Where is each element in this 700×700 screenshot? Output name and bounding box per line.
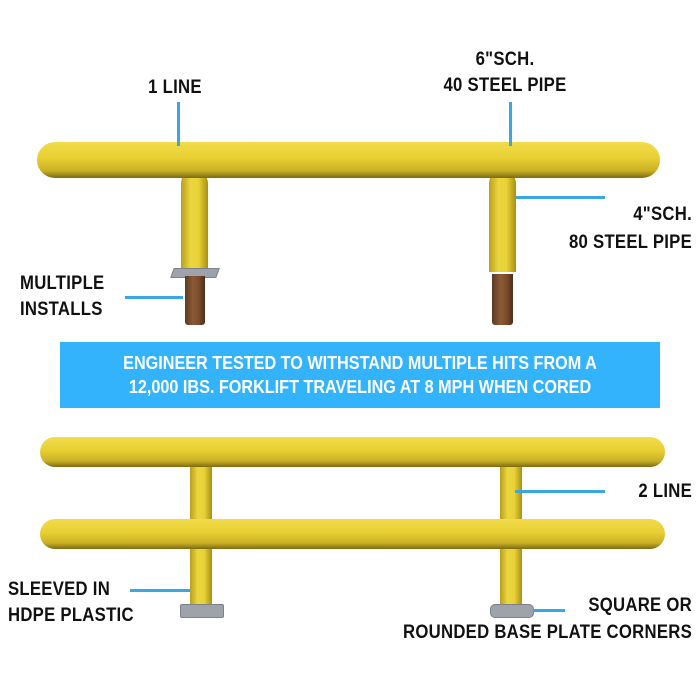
label-square-or: SQUARE OR (588, 595, 692, 616)
banner-line-1: ENGINEER TESTED TO WITHSTAND MULTIPLE HI… (123, 353, 597, 373)
lower-rail (40, 519, 665, 549)
post-right (489, 170, 516, 272)
core-left (185, 276, 205, 325)
info-banner: ENGINEER TESTED TO WITHSTAND MULTIPLE HI… (60, 342, 660, 408)
label-two-line: 2 LINE (638, 481, 692, 502)
label-80-steel-pipe: 80 STEEL PIPE (568, 232, 692, 253)
label-installs: INSTALLS (20, 299, 103, 320)
label-multiple: MULTIPLE (20, 273, 105, 294)
core-right (492, 274, 513, 325)
label-4sch: 4"SCH. (633, 204, 692, 225)
banner-line-2: 12,000 IBS. FORKLIFT TRAVELING AT 8 MPH … (128, 377, 592, 397)
base-plate-left (180, 604, 224, 618)
label-rounded-base-plate: ROUNDED BASE PLATE CORNERS (403, 622, 692, 643)
label-6sch: 6"SCH. (475, 49, 535, 70)
upper-rail (40, 437, 665, 467)
label-sleeved-in: SLEEVED IN (8, 579, 111, 600)
label-40-steel-pipe: 40 STEEL PIPE (443, 75, 567, 96)
top-rail (37, 142, 660, 178)
post-left (181, 170, 208, 272)
label-hdpe-plastic: HDPE PLASTIC (8, 605, 134, 626)
label-one-line: 1 LINE (148, 77, 202, 98)
